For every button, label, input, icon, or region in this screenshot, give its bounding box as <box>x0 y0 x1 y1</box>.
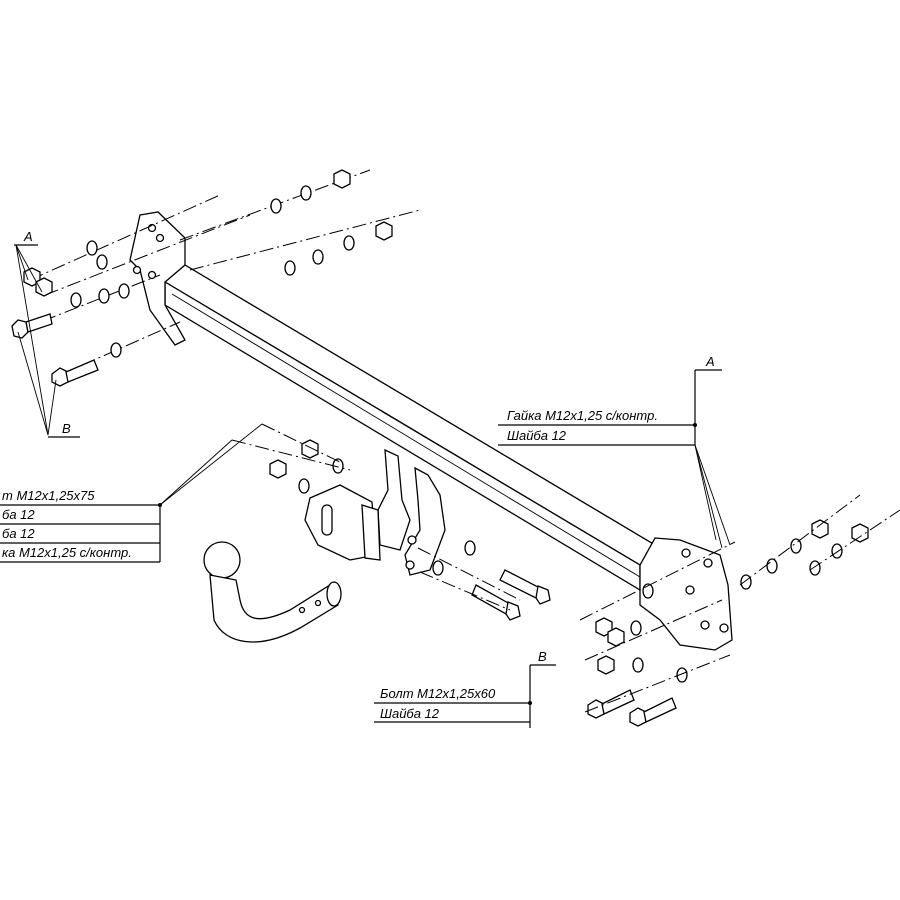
socket-plate-icon <box>304 484 381 561</box>
tow-ball-icon <box>203 541 342 643</box>
washer-label-bottom: Шайба 12 <box>380 706 440 721</box>
washer-label-left-1: ба 12 <box>2 507 35 522</box>
callout-letter-a-right: A <box>705 354 715 369</box>
washer-icon <box>70 185 843 683</box>
right-axes <box>579 494 900 713</box>
washer-label-left-2: ба 12 <box>2 526 35 541</box>
nut-label-left: ка M12x1,25 c/контр. <box>2 545 132 560</box>
washer-label-right: Шайба 12 <box>507 428 567 443</box>
left-axes <box>19 169 421 376</box>
bottom-callout-b: B Болт M12x1,25x60 Шайба 12 <box>374 649 556 728</box>
crossbar-frame-icon <box>129 211 733 651</box>
nut-label-right: Гайка M12x1,25 c/контр. <box>507 408 658 423</box>
left-callout: A B <box>14 229 80 438</box>
bolt-label-bottom: Болт M12x1,25x60 <box>380 686 496 701</box>
nut-icon <box>23 169 869 675</box>
bolt-label-left: т M12x1,25x75 <box>2 488 95 503</box>
left-center-callout: т M12x1,25x75 ба 12 ба 12 ка M12x1,25 c/… <box>0 423 263 563</box>
callout-letter-a-left: A <box>23 229 33 244</box>
callout-letter-b-left: B <box>62 421 71 436</box>
right-callout-a: A Гайка M12x1,25 c/контр. Шайба 12 <box>498 354 731 549</box>
center-axes <box>231 423 521 611</box>
callout-letter-b-bottom: B <box>538 649 547 664</box>
